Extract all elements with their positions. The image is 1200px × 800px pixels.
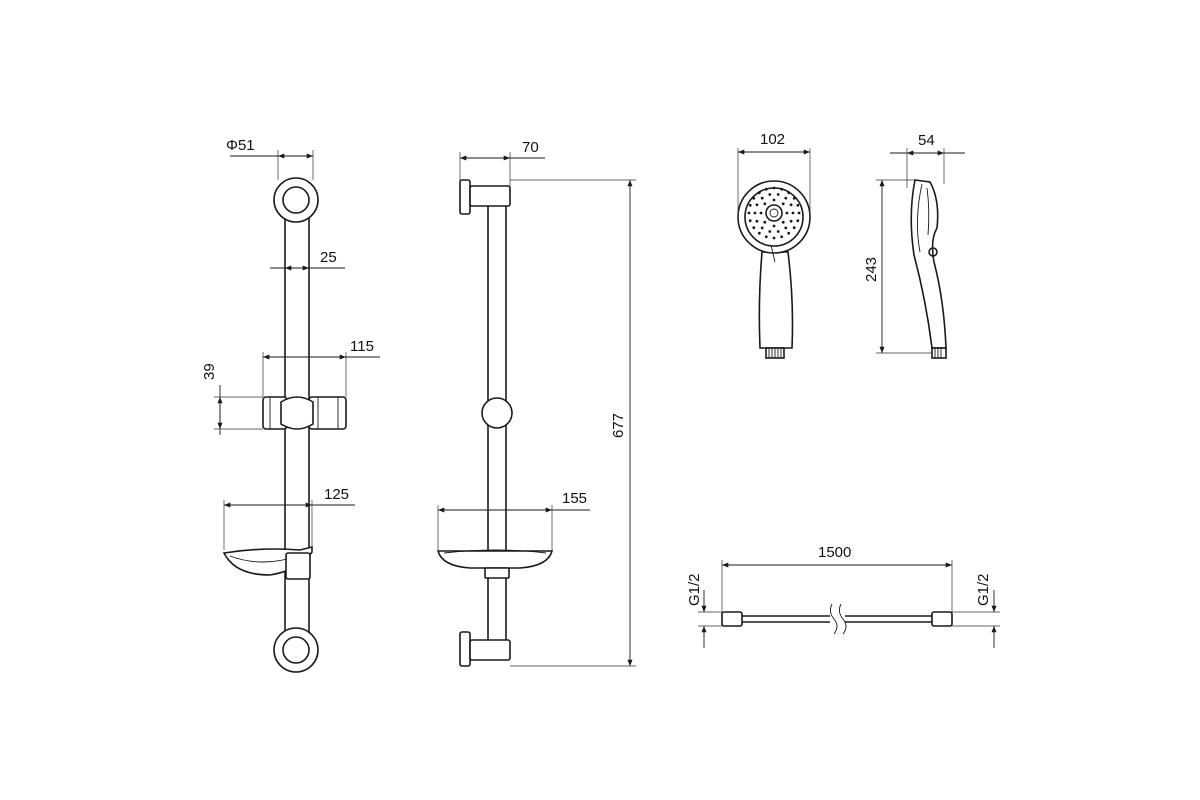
dim-soap-dish-side: 155 bbox=[437, 490, 590, 550]
dim-holder-width: 115 bbox=[262, 338, 380, 397]
handshower-holder bbox=[262, 396, 347, 430]
nozzle-dot bbox=[764, 235, 768, 239]
nozzle-dot bbox=[772, 236, 776, 240]
nozzle-dot bbox=[763, 220, 767, 224]
nozzle-dot bbox=[776, 193, 780, 196]
dim-label-hose: 1500 bbox=[818, 544, 851, 561]
dim-thread-left: G1/2 bbox=[686, 573, 722, 648]
nozzle-dot bbox=[748, 219, 752, 223]
nozzle-dot bbox=[781, 220, 785, 224]
front-view: Φ51 25 115 39 bbox=[201, 137, 380, 673]
dim-label-rail-length: 677 bbox=[610, 413, 627, 438]
dim-label-length: 243 bbox=[863, 257, 880, 282]
holder-knob bbox=[481, 397, 513, 429]
dim-label-head: 102 bbox=[760, 131, 785, 148]
nozzle-dot bbox=[763, 202, 767, 206]
handshower-front: 102 bbox=[737, 131, 811, 359]
nozzle-dot bbox=[760, 196, 764, 200]
dim-handshower-depth: 54 bbox=[890, 132, 965, 188]
nozzle-dot bbox=[787, 231, 791, 235]
dim-soap-dish-front: 125 bbox=[223, 486, 355, 550]
nozzle-dot bbox=[752, 196, 756, 200]
nozzle-dot bbox=[796, 203, 800, 207]
dim-label-soap-side: 155 bbox=[562, 490, 587, 507]
nozzle-dot bbox=[748, 203, 752, 207]
dim-label-holder-height: 39 bbox=[201, 363, 218, 380]
dim-label-depth: 54 bbox=[918, 132, 935, 149]
dim-rail-length: 677 bbox=[510, 179, 636, 667]
dim-head-diameter: 102 bbox=[737, 131, 811, 217]
nozzle-dot bbox=[784, 196, 788, 200]
soap-dish-front bbox=[222, 545, 313, 580]
dim-label-holder-width: 115 bbox=[350, 338, 374, 355]
nozzle-dot bbox=[772, 186, 776, 190]
nozzle-dot bbox=[789, 203, 793, 207]
nozzle-dot bbox=[781, 202, 785, 206]
nozzle-dot bbox=[753, 211, 757, 215]
nozzle-dot bbox=[789, 219, 793, 223]
dim-hose-length: 1500 bbox=[721, 544, 953, 612]
nozzle-dot bbox=[797, 211, 801, 215]
nozzle-dot bbox=[757, 231, 761, 235]
nozzle-dot bbox=[755, 219, 759, 223]
nozzle-dot bbox=[787, 191, 791, 195]
nozzle-dot bbox=[768, 230, 772, 233]
nozzle-dot bbox=[747, 211, 751, 215]
nozzle-dot bbox=[764, 187, 768, 191]
dim-bracket-depth: 70 bbox=[459, 139, 545, 186]
soap-dish-side bbox=[436, 549, 554, 579]
dim-label-bracket: 70 bbox=[522, 139, 539, 156]
nozzle-dot bbox=[792, 226, 796, 230]
dim-handshower-length: 243 bbox=[863, 179, 932, 354]
hose: 1500 G1/2 G1/2 bbox=[686, 544, 1000, 648]
nozzle-dot bbox=[792, 196, 796, 200]
handshower-side: 54 243 bbox=[863, 132, 965, 359]
nozzle-dot bbox=[772, 224, 776, 228]
dim-label-thread-right: G1/2 bbox=[975, 573, 992, 606]
nozzle-dot bbox=[796, 219, 800, 223]
dim-rail-diameter: 25 bbox=[270, 249, 345, 271]
top-ring bbox=[273, 177, 319, 223]
dim-label-thread-left: G1/2 bbox=[686, 573, 703, 606]
nozzle-dot bbox=[759, 211, 763, 215]
nozzle-dot bbox=[784, 226, 788, 230]
nozzle-dot bbox=[768, 193, 772, 196]
nozzle-dot bbox=[780, 235, 784, 239]
nozzle-pattern bbox=[747, 186, 801, 240]
dim-ring-diameter: Φ51 bbox=[226, 137, 314, 180]
dim-label-rail: 25 bbox=[320, 249, 337, 266]
nozzle-dot bbox=[791, 211, 795, 215]
nozzle-dot bbox=[752, 226, 756, 230]
bottom-ring bbox=[273, 627, 319, 673]
nozzle-dot bbox=[755, 203, 759, 207]
dim-holder-height: 39 bbox=[201, 363, 263, 435]
dim-thread-right: G1/2 bbox=[952, 573, 1000, 648]
dim-label-soap-front: 125 bbox=[324, 486, 349, 503]
nozzle-dot bbox=[785, 211, 789, 215]
nozzle-dot bbox=[776, 230, 780, 233]
side-view: 70 677 155 bbox=[436, 139, 636, 667]
nozzle-dot bbox=[772, 198, 776, 202]
nozzle-dot bbox=[757, 191, 761, 195]
nozzle-dot bbox=[780, 187, 784, 191]
nozzle-dot bbox=[760, 226, 764, 230]
dim-label-ring: Φ51 bbox=[226, 137, 255, 154]
